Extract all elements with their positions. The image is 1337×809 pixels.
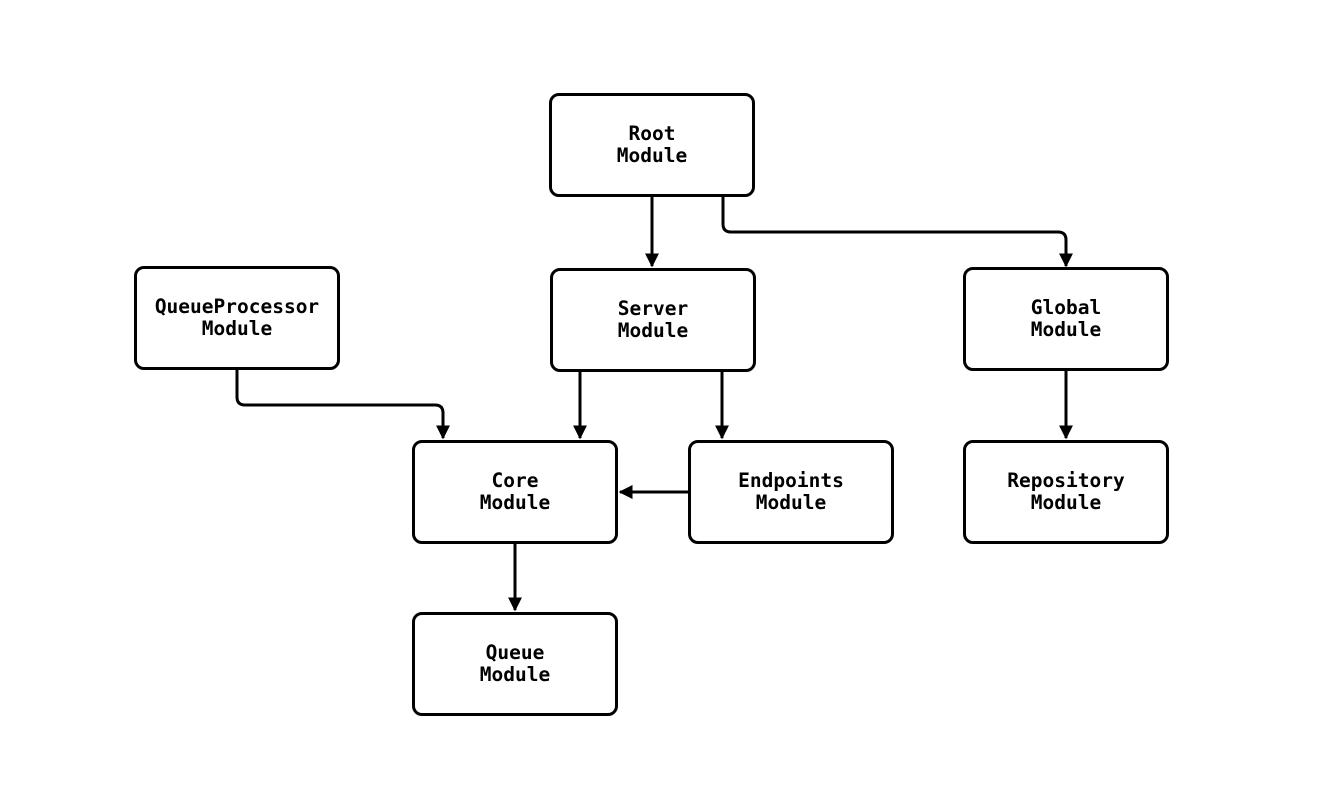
node-core-module: Core Module	[412, 440, 618, 544]
node-repository-module-label: Repository Module	[1007, 469, 1125, 514]
node-core-module-label: Core Module	[479, 469, 551, 514]
node-endpoints-module: Endpoints Module	[688, 440, 894, 544]
edge-root-to-global	[721, 197, 1073, 268]
node-root-module: Root Module	[549, 93, 755, 197]
node-global-module: Global Module	[963, 267, 1169, 371]
node-endpoints-module-label: Endpoints Module	[738, 469, 844, 514]
node-server-module: Server Module	[550, 268, 756, 372]
node-queueprocessor-module-label: QueueProcessor Module	[154, 295, 320, 340]
node-root-module-label: Root Module	[616, 122, 688, 167]
node-queueprocessor-module: QueueProcessor Module	[134, 266, 340, 370]
node-queue-module-label: Queue Module	[479, 641, 551, 686]
node-server-module-label: Server Module	[617, 297, 689, 342]
node-global-module-label: Global Module	[1030, 296, 1102, 341]
node-repository-module: Repository Module	[963, 440, 1169, 544]
edge-queueprocessor-to-core	[235, 370, 450, 440]
node-queue-module: Queue Module	[412, 612, 618, 716]
